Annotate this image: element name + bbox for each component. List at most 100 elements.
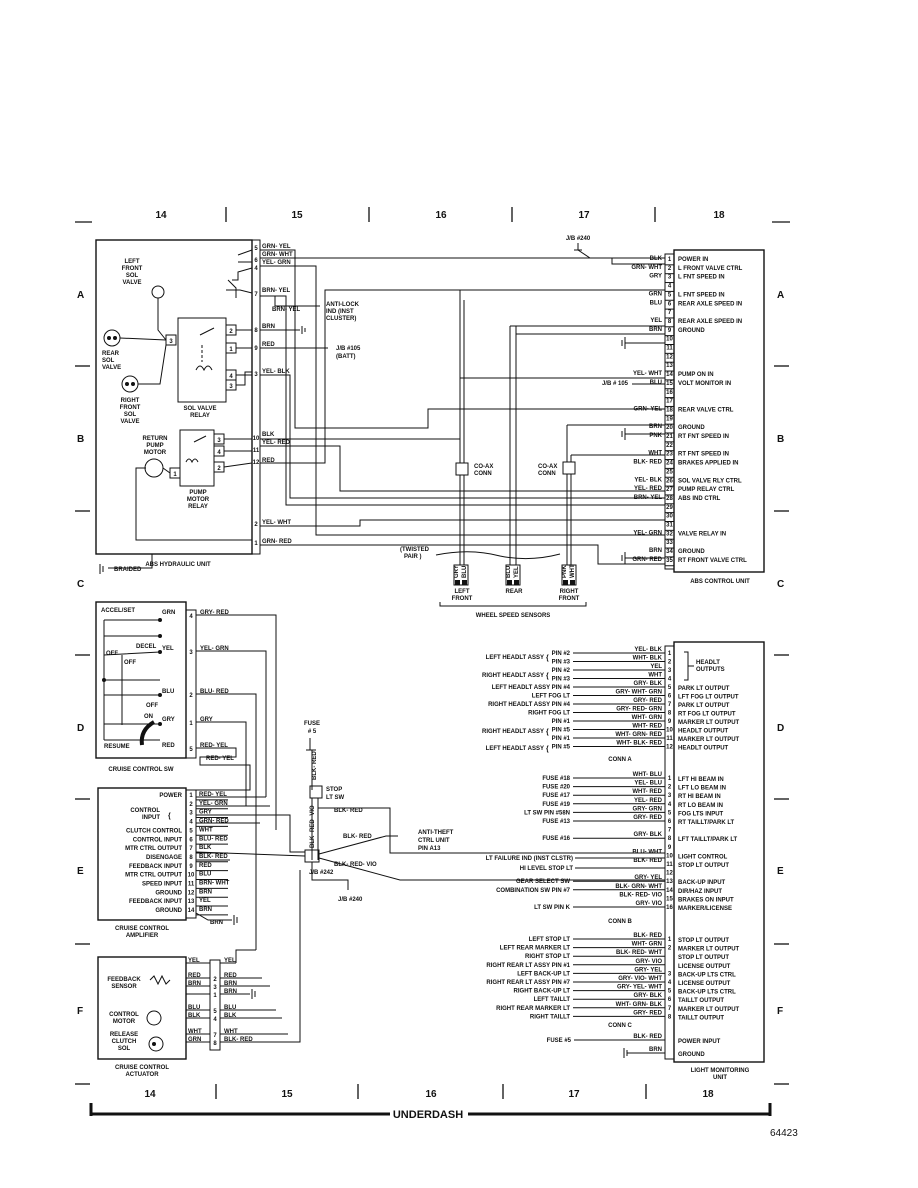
col-label: 17 [568, 1089, 580, 1100]
pin-number: 8 [668, 711, 672, 717]
amplifier-title: AMPLIFIER [126, 933, 159, 939]
grid-rows-left: A B C D E F [75, 290, 90, 1085]
wire-color: GRY [162, 717, 175, 723]
relay-label: PUMP [189, 490, 206, 496]
row-label: E [77, 866, 84, 877]
cruise-switch-connector [185, 609, 197, 759]
lmu-source-label: FUSE #16 [542, 836, 570, 842]
pin-number: 11 [666, 862, 673, 868]
switch-label: ACCEL/SET [101, 608, 135, 614]
svg-text:3: 3 [169, 339, 173, 345]
wire-color: BLU [199, 872, 211, 878]
svg-text:{: { [546, 746, 549, 753]
wire-color: WHT- BLK- RED [616, 741, 662, 747]
relay-pin: 3 [217, 438, 221, 444]
pin-number: 4 [213, 1017, 217, 1023]
lmu-output-label: STOP LT OUTPUT [678, 955, 729, 961]
cruise-switch-title: CRUISE CONTROL SW [108, 767, 174, 773]
pin-number: 9 [668, 845, 672, 851]
lmu-output-label: HEADLT OUTPUT [678, 746, 729, 752]
release-clutch-sol-icon [148, 1036, 164, 1052]
relay-label: MOTOR [187, 497, 210, 503]
lmu-output-label: GROUND [678, 1052, 705, 1058]
lmu-source-label: FUSE #17 [542, 793, 570, 799]
abs-control-unit: ABS CONTROL UNIT J/B #240 J/B # 105 1BLK… [566, 236, 765, 585]
switch-label: ON [144, 714, 153, 720]
pin-number: 2 [189, 802, 193, 808]
pin-number: 7 [668, 828, 672, 834]
wire-color: GRY- RED- GRN [616, 707, 662, 713]
wire-color: WHT [648, 451, 662, 457]
pin-number: 2 [668, 946, 672, 952]
col-label: 16 [435, 210, 447, 221]
wire-color: YEL- BLU [634, 781, 662, 787]
pin-number: 4 [668, 802, 672, 808]
col-label: 14 [155, 210, 167, 221]
pin-number: 5 [668, 292, 672, 298]
lmu-source-label: PIN #1 [552, 736, 571, 742]
wire-color: WHT- RED [632, 724, 662, 730]
coax-label: CO-AX [538, 464, 557, 470]
wire-color: BLK- RED [199, 854, 228, 860]
fuse-label: # 5 [308, 729, 317, 735]
junction-label: J/B #240 [566, 236, 591, 242]
pin-number: 32 [666, 531, 673, 537]
wire-color: GRY- RED [633, 815, 662, 821]
pin-number: 35 [666, 558, 673, 564]
valve-label: VALVE [122, 280, 141, 286]
lmu-label: OUTPUTS [696, 667, 725, 673]
svg-text:5: 5 [254, 246, 258, 252]
amp-pin-label: DISENGAGE [146, 855, 182, 861]
wire-color: BRN [649, 1047, 662, 1053]
pin-number: 5 [189, 747, 193, 753]
col-label: 14 [144, 1089, 156, 1100]
amp-pin-label: GROUND [155, 890, 182, 896]
actuator-label: FEEDBACK [107, 977, 141, 983]
wire-color: YEL- GRN [200, 646, 229, 652]
wire-color: BRN [262, 324, 275, 330]
wire-color: RED [224, 973, 237, 979]
amp-pin-label: FEEDBACK INPUT [129, 864, 182, 870]
svg-text:RIGHT: RIGHT [560, 589, 579, 595]
lmu-output-label: LIGHT CONTROL [678, 854, 728, 860]
switch-label: LT SW [326, 795, 345, 801]
wire-color: YEL- BLK [634, 647, 662, 653]
wire-color: GRY- YEL [634, 875, 662, 881]
switch-label: RESUME [104, 744, 130, 750]
svg-text:LEFT: LEFT [455, 589, 470, 595]
indicator-label: CLUSTER) [326, 316, 356, 322]
hydraulic-unit-outline [95, 239, 253, 555]
pin-number: 2 [668, 266, 672, 272]
wire-color: BLK- RED- VIO [310, 805, 316, 848]
row-label: E [777, 866, 784, 877]
hydraulic-connector [251, 239, 261, 555]
pin-number: 26 [666, 478, 673, 484]
row-label: A [77, 290, 84, 301]
wire-color: RED [188, 973, 201, 979]
wire-color: WHT [188, 1029, 202, 1035]
lmu-output-label: PARK LT OUTPUT [678, 686, 730, 692]
pin-number: 14 [666, 888, 673, 894]
wire-color: BLK [224, 1013, 237, 1019]
amp-label: CONTROL [130, 808, 160, 814]
pump-motor-relay-box [179, 429, 215, 487]
wire-color: GRN- RED [199, 819, 229, 825]
relay-coil-icon [195, 365, 213, 372]
wire-color: PNK [649, 433, 662, 439]
wire-color: GRY- BLK [634, 993, 663, 999]
lmu-source-label: PIN #5 [552, 745, 571, 751]
pin-number: 6 [668, 694, 672, 700]
wire-color: GRY- VIO [636, 959, 663, 965]
svg-text:6: 6 [254, 258, 258, 264]
wire-color: YEL- WHT [633, 371, 662, 377]
pin-function-label: RT FNT SPEED IN [678, 434, 729, 440]
lmu-source-label: LT FAILURE IND (INST CLSTR) [486, 856, 573, 862]
wire-color: GRN- WHT [631, 265, 662, 271]
control-motor-icon [146, 1010, 162, 1026]
wire-color: BRN [649, 548, 662, 554]
twisted-pair-label: PAIR ) [404, 554, 422, 560]
pin-number: 11 [666, 736, 673, 742]
pin-number: 22 [666, 443, 673, 449]
